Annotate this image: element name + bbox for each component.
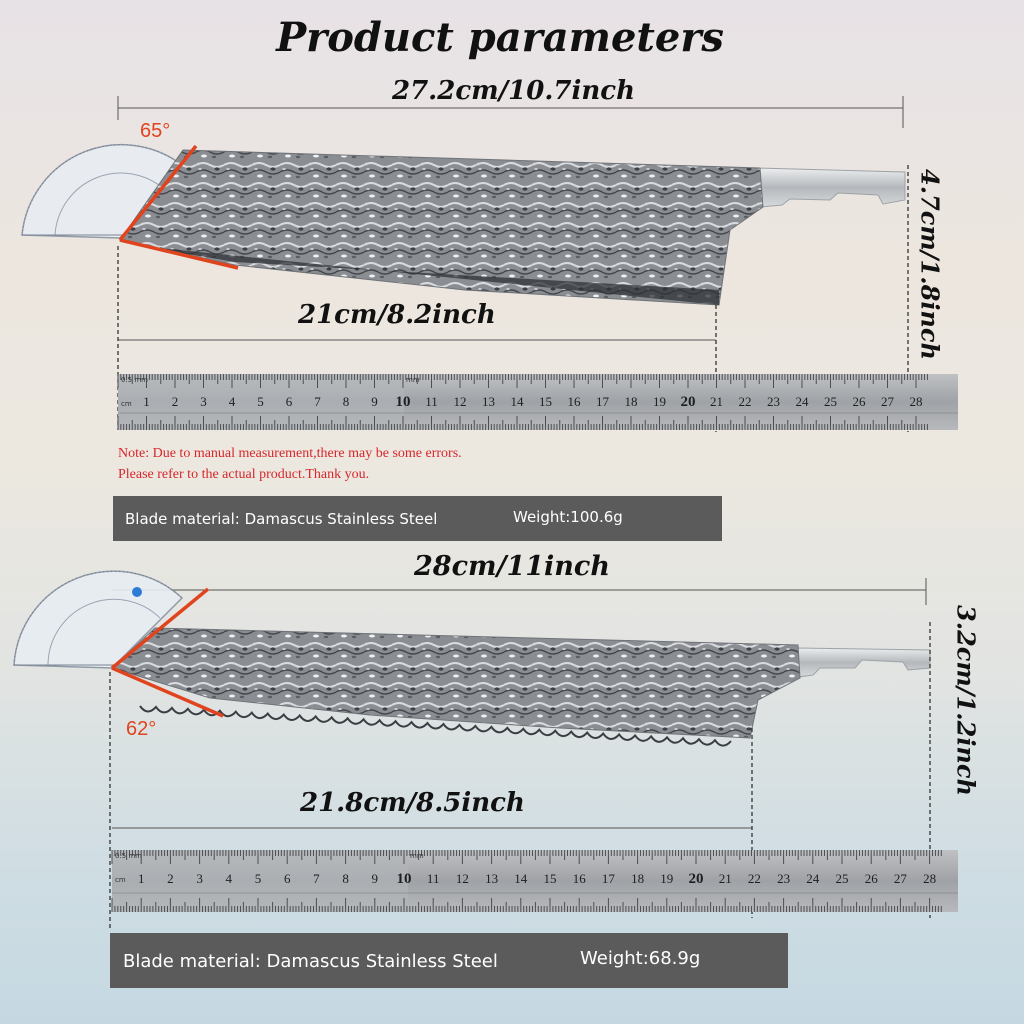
knife1-weight: Weight:100.6g (513, 508, 623, 526)
knife2-blade-length-line (109, 672, 753, 930)
ruler-number: 5 (257, 394, 264, 409)
ruler-number: 3 (200, 394, 207, 409)
ruler-number: 11 (426, 871, 440, 886)
ruler-number: 3 (196, 871, 203, 886)
ruler-number: 28 (923, 871, 937, 886)
ruler-number: 13 (482, 394, 495, 409)
knife2-spec-bar: Blade material: Damascus Stainless Steel… (110, 933, 788, 988)
ruler-number: 9 (371, 394, 378, 409)
knife1-height: 4.7cm/1.8inch (915, 169, 945, 360)
ruler-number: 21 (710, 394, 723, 409)
ruler-number: 27 (893, 871, 907, 886)
protractor-1 (21, 143, 190, 239)
knife1-blade-length: 21cm/8.2inch (298, 300, 496, 330)
ruler-number: 26 (852, 394, 866, 409)
ruler-number: 27 (881, 394, 894, 409)
knife1-total-length: 27.2cm/10.7inch (392, 76, 636, 106)
ruler-number: 1 (143, 394, 150, 409)
ruler-number: 12 (455, 871, 469, 886)
knife2-angle-lines (110, 587, 224, 718)
knife2-material: Blade material: Damascus Stainless Steel (123, 951, 498, 972)
ruler-number: 17 (596, 394, 609, 409)
knife2-tang (797, 647, 931, 678)
ruler-number: 18 (631, 871, 645, 886)
ruler-number: 26 (864, 871, 878, 886)
ruler1-mm-label: mm (406, 376, 420, 384)
ruler-number: 22 (747, 871, 761, 886)
knife1-blade (119, 149, 764, 306)
ruler-number: 19 (653, 394, 666, 409)
ruler2-mm-label: mm (410, 852, 424, 860)
ruler-number: 24 (795, 394, 809, 409)
ruler-number: 11 (425, 394, 438, 409)
note-line-1: Note: Due to manual measurement,there ma… (118, 446, 462, 461)
ruler-number: 8 (342, 394, 350, 409)
ruler-number: 19 (660, 871, 674, 886)
knife2-angle-label: 62° (126, 718, 157, 740)
knife1-tang (754, 167, 906, 208)
ruler-number: 8 (342, 871, 349, 886)
ruler-number: 7 (314, 394, 321, 409)
ruler-1 (117, 374, 958, 430)
knife2-height: 3.2cm/1.2inch (951, 605, 981, 796)
ruler-number: 15 (543, 871, 557, 886)
ruler1-scale-label: 0.5 mm (121, 376, 148, 384)
ruler-number: 20 (680, 394, 696, 410)
ruler-number: 20 (688, 871, 704, 887)
ruler-number: 2 (171, 394, 179, 409)
knife2-blade (111, 627, 801, 739)
knife1-material: Blade material: Damascus Stainless Steel (125, 510, 438, 528)
ruler-number: 7 (313, 871, 320, 886)
ruler-number: 10 (395, 394, 411, 410)
ruler-number: 18 (624, 394, 638, 409)
ruler-number: 17 (601, 871, 615, 886)
ruler-number: 23 (767, 394, 780, 409)
page-title: Product parameters (276, 14, 724, 61)
ruler-number: 22 (738, 394, 752, 409)
ruler-number: 16 (572, 871, 586, 886)
knife1-angle-label: 65° (140, 120, 171, 142)
knife1-length-line (117, 96, 904, 128)
ruler-number: 6 (285, 394, 293, 409)
ruler-number: 21 (718, 871, 732, 886)
knife1-spec-bar: Blade material: Damascus Stainless Steel… (113, 496, 722, 541)
ruler-number: 2 (167, 871, 174, 886)
ruler-number: 16 (567, 394, 581, 409)
ruler-number: 28 (909, 394, 923, 409)
ruler1-unit-label: cm (121, 400, 132, 408)
knife2-length-line (112, 578, 927, 605)
ruler-number: 4 (228, 394, 236, 409)
ruler-number: 1 (137, 871, 145, 886)
ruler-number: 9 (371, 871, 379, 886)
ruler-number: 24 (806, 871, 820, 886)
ruler-number: 5 (254, 871, 262, 886)
knife2-total-length: 28cm/11inch (414, 551, 610, 582)
ruler-number: 14 (514, 871, 528, 886)
protractor-2 (13, 570, 184, 669)
ruler-2 (111, 850, 958, 912)
ruler2-scale-label: 0.5 mm (115, 852, 142, 860)
ruler-number: 6 (283, 871, 291, 886)
knife1-angle-lines (118, 144, 239, 270)
ruler-number: 25 (835, 871, 849, 886)
ruler-number: 13 (485, 871, 499, 886)
ruler-number: 23 (777, 871, 791, 886)
ruler-number: 15 (539, 394, 552, 409)
knife2-weight: Weight:68.9g (580, 948, 701, 969)
ruler-number: 10 (396, 871, 412, 887)
ruler-number: 25 (824, 394, 837, 409)
ruler-number: 14 (510, 394, 524, 409)
knife2-blade-length: 21.8cm/8.5inch (300, 788, 525, 818)
note-line-2: Please refer to the actual product.Thank… (118, 467, 370, 482)
ruler-number: 4 (225, 871, 233, 886)
ruler-number: 12 (453, 394, 467, 409)
ruler2-unit-label: cm (115, 876, 126, 884)
